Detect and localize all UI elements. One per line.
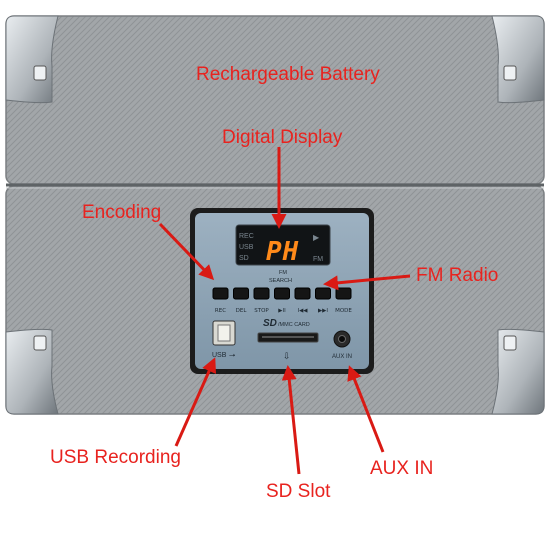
display-indicator-usb: USB xyxy=(239,244,254,251)
arrow-sd xyxy=(281,365,301,475)
label-sd-slot: SD Slot xyxy=(266,481,331,502)
sd-caption: /MMC CARD xyxy=(278,322,310,328)
next-button[interactable] xyxy=(315,287,331,300)
corner-bottom-left xyxy=(5,328,59,415)
display-indicator-fm: FM xyxy=(313,256,323,263)
next-button-label: ▶▶I xyxy=(318,308,328,314)
display-indicator-sd: SD xyxy=(239,255,249,262)
usb-port[interactable] xyxy=(212,320,236,346)
arrow-usb xyxy=(174,357,217,447)
arrow-aux xyxy=(347,365,385,453)
mode-button[interactable] xyxy=(335,287,352,300)
label-rechargeable-battery: Rechargeable Battery xyxy=(196,64,380,85)
rec-button[interactable] xyxy=(212,287,229,300)
usb-symbol-icon: ⭢ xyxy=(229,350,236,359)
label-digital-display: Digital Display xyxy=(222,127,343,148)
display-play-indicator: ▶ xyxy=(313,233,320,242)
label-fm-radio: FM Radio xyxy=(416,265,498,286)
arrow-fm-radio xyxy=(323,274,411,291)
sd-insert-icon: ⇩ xyxy=(283,352,291,362)
control-panel: REC USB SD PH ▶ FM FM SEARCH REC DEL STOP ▶… xyxy=(190,208,374,374)
stop-button[interactable] xyxy=(253,287,270,300)
case-lid xyxy=(5,15,545,185)
sd-logo: SD xyxy=(263,318,277,329)
play-pause-button[interactable] xyxy=(274,287,290,300)
search-label: SEARCH xyxy=(269,278,292,284)
button-row: REC DEL STOP ▶II I◀◀ ▶▶I MODE xyxy=(212,287,352,314)
label-encoding: Encoding xyxy=(82,202,161,223)
corner-bottom-right xyxy=(491,328,545,415)
aux-in-jack[interactable] xyxy=(333,330,351,348)
mode-button-label: MODE xyxy=(335,308,352,314)
corner-top-right xyxy=(491,15,545,104)
play-pause-button-label: ▶II xyxy=(278,308,286,314)
stop-button-label: STOP xyxy=(254,308,269,314)
previous-button-label: I◀◀ xyxy=(297,308,308,314)
previous-button[interactable] xyxy=(294,287,311,300)
callout-arrows xyxy=(158,147,411,475)
display-indicator-rec: REC xyxy=(239,233,254,240)
del-button-label: DEL xyxy=(236,308,248,314)
label-usb-recording: USB Recording xyxy=(50,447,181,468)
display-readout: PH xyxy=(266,237,299,267)
aux-label: AUX IN xyxy=(332,354,352,360)
del-button[interactable] xyxy=(233,287,249,300)
label-aux-in: AUX IN xyxy=(370,458,433,479)
arrow-encoding xyxy=(158,222,215,281)
rec-button-label: REC xyxy=(215,308,226,314)
usb-label: USB xyxy=(212,352,227,359)
corner-top-left xyxy=(5,15,59,104)
fm-search-label: FM xyxy=(279,270,287,276)
